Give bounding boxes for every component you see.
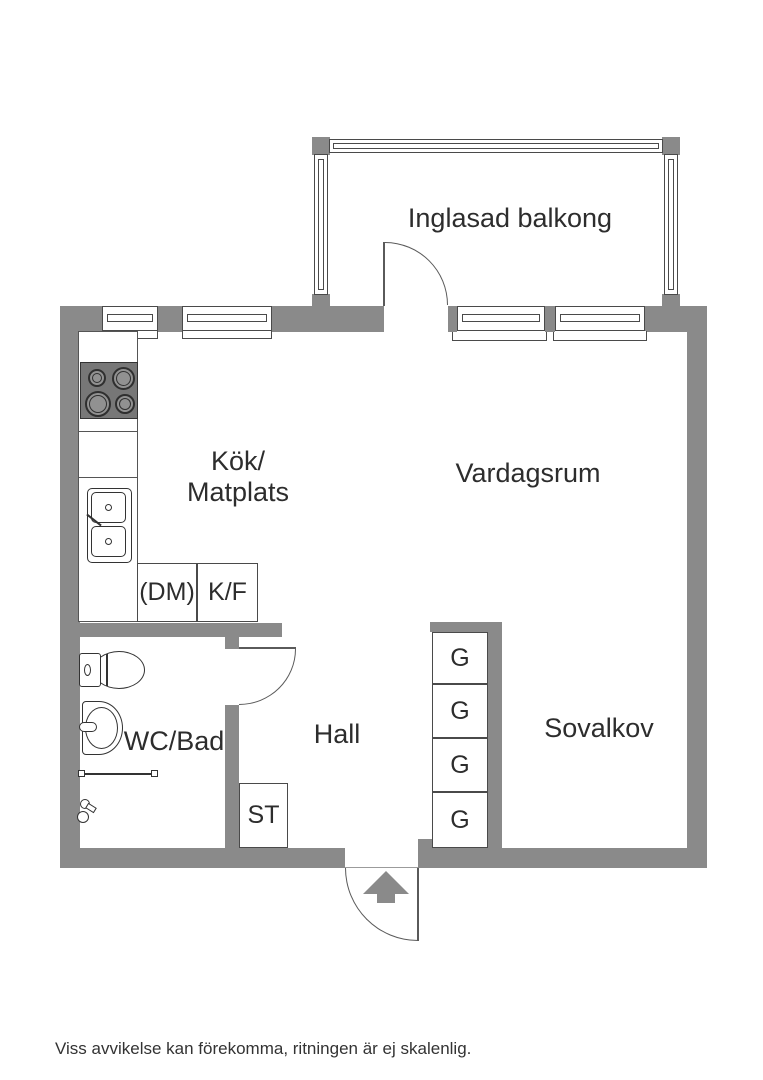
balcony-post-bottom-right xyxy=(662,294,680,308)
balcony-post-top-right xyxy=(662,137,680,155)
storage-closet-label: ST xyxy=(247,801,280,829)
toilet-seat-line xyxy=(106,654,108,686)
wardrobe-label-2: G xyxy=(450,696,470,725)
washbasin-icon xyxy=(79,701,123,755)
wardrobe-label-3: G xyxy=(450,750,470,779)
washer-valve-icon xyxy=(76,797,98,827)
shower-rail-end-left xyxy=(78,770,85,777)
wardrobe-box-2: G xyxy=(432,684,488,738)
stove-burner-3 xyxy=(85,391,111,417)
toilet-bowl-icon xyxy=(93,651,145,689)
kitchen-label-line2: Matplats xyxy=(186,477,290,507)
balcony-glazing-right-glass xyxy=(668,159,674,290)
wall-right xyxy=(687,306,707,868)
living-window-2 xyxy=(555,306,645,331)
stove-burner-4 xyxy=(115,394,135,414)
kitchen-window-2-sill xyxy=(182,331,272,339)
living-room-label: Vardagsrum xyxy=(455,458,601,488)
wall-wc-side xyxy=(225,705,239,848)
balcony-door-swing xyxy=(385,242,448,305)
stove-icon xyxy=(80,362,138,419)
kitchen-sink-icon xyxy=(86,488,132,563)
balcony-door-leaf xyxy=(383,242,385,306)
balcony-glazing-top-glass xyxy=(333,143,659,149)
footer-note: Viss avvikelse kan förekomma, ritningen … xyxy=(55,1039,472,1058)
living-window-2-sill xyxy=(553,331,647,341)
wardrobe-box-1: G xyxy=(432,632,488,684)
balcony-label: Inglasad balkong xyxy=(407,203,613,233)
wall-left xyxy=(60,306,80,868)
entry-arrow-icon xyxy=(363,871,409,894)
fridge-freezer-box: K/F xyxy=(197,563,258,622)
dishwasher-label: (DM) xyxy=(139,578,195,606)
kitchen-sink-drain-2 xyxy=(105,538,112,545)
kitchen-window-1 xyxy=(102,306,158,331)
balcony-glazing-left-glass xyxy=(318,159,324,290)
stove-burner-2 xyxy=(112,367,135,390)
sleeping-alcove-label: Sovalkov xyxy=(544,713,654,743)
living-window-pier-mid xyxy=(545,306,555,332)
wall-kitchen-hall xyxy=(60,623,282,637)
dishwasher-box: (DM) xyxy=(137,563,197,622)
entry-right-pier xyxy=(418,839,432,848)
living-window-1 xyxy=(457,306,545,331)
kitchen-window-1-glass xyxy=(107,314,153,322)
balcony-post-bottom-left xyxy=(312,294,330,308)
wall-alcove-cap xyxy=(430,622,502,632)
washer-valve-knob-2 xyxy=(77,811,89,823)
wardrobe-box-3: G xyxy=(432,738,488,792)
kitchen-counter-divider-1 xyxy=(78,431,138,432)
kitchen-sink-drain-1 xyxy=(105,504,112,511)
shower-rail-end-right xyxy=(151,770,158,777)
toilet-tank-icon xyxy=(79,653,101,687)
stove-burner-1 xyxy=(88,369,106,387)
kitchen-window-2 xyxy=(182,306,272,331)
kitchen-label: Kök/ Matplats xyxy=(187,446,289,508)
entry-arrow-stem xyxy=(377,893,395,903)
balcony-door-opening xyxy=(384,306,448,332)
wardrobe-box-4: G xyxy=(432,792,488,848)
wc-door-leaf xyxy=(239,647,296,649)
washbasin-tap xyxy=(79,722,97,732)
kitchen-counter-divider-2 xyxy=(78,477,138,478)
balcony-glazing-right xyxy=(664,154,678,295)
wardrobe-label-4: G xyxy=(450,805,470,834)
hall-label: Hall xyxy=(313,719,361,749)
entry-door-leaf xyxy=(417,868,419,941)
bathroom-label: WC/Bad xyxy=(123,726,225,756)
wc-door-swing xyxy=(239,649,296,705)
kitchen-window-2-glass xyxy=(187,314,267,322)
living-window-1-sill xyxy=(452,331,547,341)
living-window-1-glass xyxy=(462,314,540,322)
toilet-flush-button xyxy=(84,664,91,676)
wall-alcove xyxy=(488,622,502,848)
kitchen-label-line1: Kök/ xyxy=(210,446,266,476)
living-window-pier-left xyxy=(448,306,457,332)
wall-wc-door-jamb xyxy=(225,623,239,649)
balcony-post-top-left xyxy=(312,137,330,155)
wardrobe-label-1: G xyxy=(450,643,470,672)
entry-door-opening xyxy=(345,848,418,868)
living-window-2-glass xyxy=(560,314,640,322)
balcony-glazing-top xyxy=(329,139,663,153)
balcony-glazing-left xyxy=(314,154,328,295)
fridge-freezer-label: K/F xyxy=(208,578,247,606)
storage-closet-box: ST xyxy=(239,783,288,848)
shower-rail xyxy=(82,773,155,775)
